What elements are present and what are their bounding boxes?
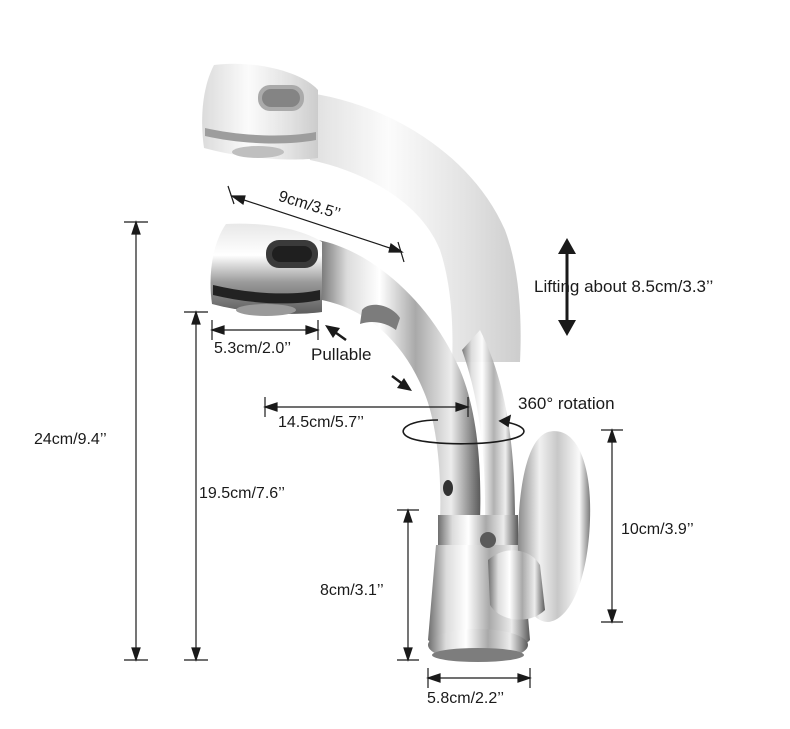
rotation-arrow xyxy=(402,414,525,445)
spout-tube xyxy=(318,240,515,520)
pullable-arrows xyxy=(325,325,412,391)
handle-height-label: 10cm/3.9’’ xyxy=(621,521,694,538)
spray-head xyxy=(210,223,322,316)
lifted-spout-ghost xyxy=(202,63,521,362)
rotation-label: 360° rotation xyxy=(518,394,615,413)
base-diameter-label: 5.8cm/2.2’’ xyxy=(427,690,505,707)
lifting-label: Lifting about 8.5cm/3.3’’ xyxy=(534,277,714,296)
lever-handle xyxy=(488,431,591,622)
pullable-label: Pullable xyxy=(311,345,372,364)
spout-height-label: 19.5cm/7.6’’ xyxy=(199,485,285,502)
body-height-label: 8cm/3.1’’ xyxy=(320,582,384,599)
spray-head-width-label: 5.3cm/2.0’’ xyxy=(214,340,292,357)
faucet-body xyxy=(428,515,530,662)
total-height-label: 24cm/9.4’’ xyxy=(34,431,107,448)
lifting-arrow xyxy=(558,238,576,336)
spout-reach-label: 14.5cm/5.7’’ xyxy=(278,414,364,431)
dimension-lines xyxy=(124,185,623,688)
